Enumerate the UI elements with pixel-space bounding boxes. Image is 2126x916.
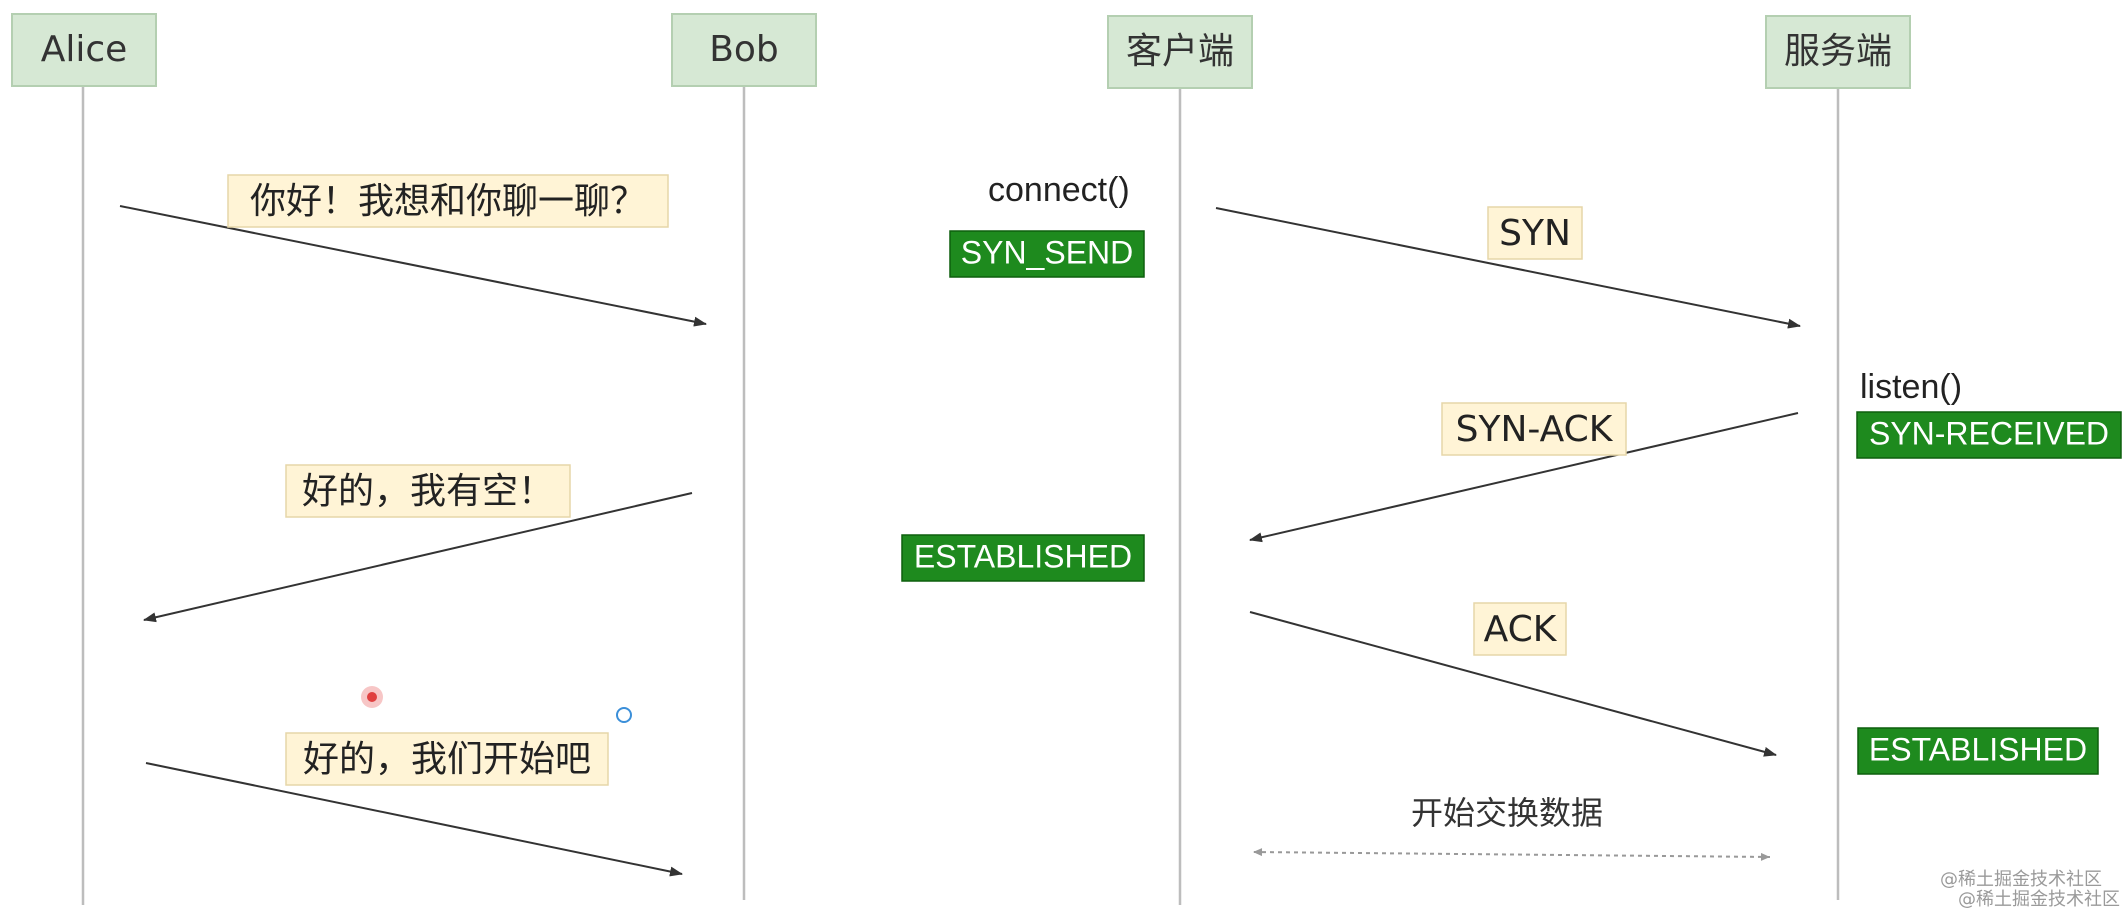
bob-participant: Bob bbox=[671, 13, 817, 87]
state-syn-send: SYN_SEND bbox=[949, 230, 1145, 278]
state-label: ESTABLISHED bbox=[914, 538, 1132, 574]
message-syn-ack: SYN-ACK bbox=[1249, 402, 1799, 543]
message-bob-to-alice: 好的，我有空！ bbox=[143, 464, 693, 623]
message-label: ACK bbox=[1484, 609, 1558, 650]
message-label: 好的，我有空！ bbox=[302, 471, 554, 512]
message-label: 你好！我想和你聊一聊？ bbox=[250, 181, 646, 222]
client-label: 客户端 bbox=[1126, 31, 1234, 72]
client-participant: 客户端 bbox=[1107, 15, 1253, 89]
state-syn-received: SYN-RECEIVED bbox=[1856, 411, 2122, 459]
watermark: @稀土掘金技术社区 @稀土掘金技术社区 bbox=[1940, 869, 2120, 910]
message-ack: ACK bbox=[1249, 602, 1777, 757]
connect-call: connect() bbox=[988, 171, 1130, 209]
state-client-established: ESTABLISHED bbox=[901, 534, 1145, 582]
state-label: SYN_SEND bbox=[961, 234, 1134, 270]
alice-participant: Alice bbox=[11, 13, 157, 87]
message-label: 好的，我们开始吧 bbox=[303, 739, 591, 780]
server-label: 服务端 bbox=[1784, 31, 1892, 72]
message-label: SYN bbox=[1499, 213, 1571, 254]
tcp-handshake-diagram: 客户端 服务端 connect() SYN_SEND SYN listen() … bbox=[901, 15, 2122, 905]
alice-label: Alice bbox=[41, 29, 128, 70]
refresh-marker-icon bbox=[616, 707, 632, 723]
listen-call: listen() bbox=[1860, 368, 1962, 406]
data-exchange-label: 开始交换数据 bbox=[1411, 794, 1603, 832]
message-alice-to-bob-2: 好的，我们开始吧 bbox=[145, 732, 683, 877]
bob-label: Bob bbox=[709, 29, 779, 70]
pointer-marker-icon bbox=[361, 686, 383, 708]
watermark-line-1: @稀土掘金技术社区 bbox=[1940, 869, 2102, 890]
state-server-established: ESTABLISHED bbox=[1857, 727, 2099, 775]
message-alice-to-bob-1: 你好！我想和你聊一聊？ bbox=[119, 174, 707, 327]
message-label: SYN-ACK bbox=[1456, 409, 1614, 450]
state-label: ESTABLISHED bbox=[1869, 731, 2087, 767]
state-label: SYN-RECEIVED bbox=[1869, 415, 2109, 451]
server-participant: 服务端 bbox=[1765, 15, 1911, 89]
data-exchange: 开始交换数据 bbox=[1253, 794, 1771, 861]
watermark-line-2: @稀土掘金技术社区 bbox=[1958, 889, 2120, 910]
alice-bob-diagram: Alice Bob 你好！我想和你聊一聊？ 好的，我有空！ 好的，我们开始吧 bbox=[11, 13, 817, 905]
message-syn: SYN bbox=[1215, 206, 1801, 329]
